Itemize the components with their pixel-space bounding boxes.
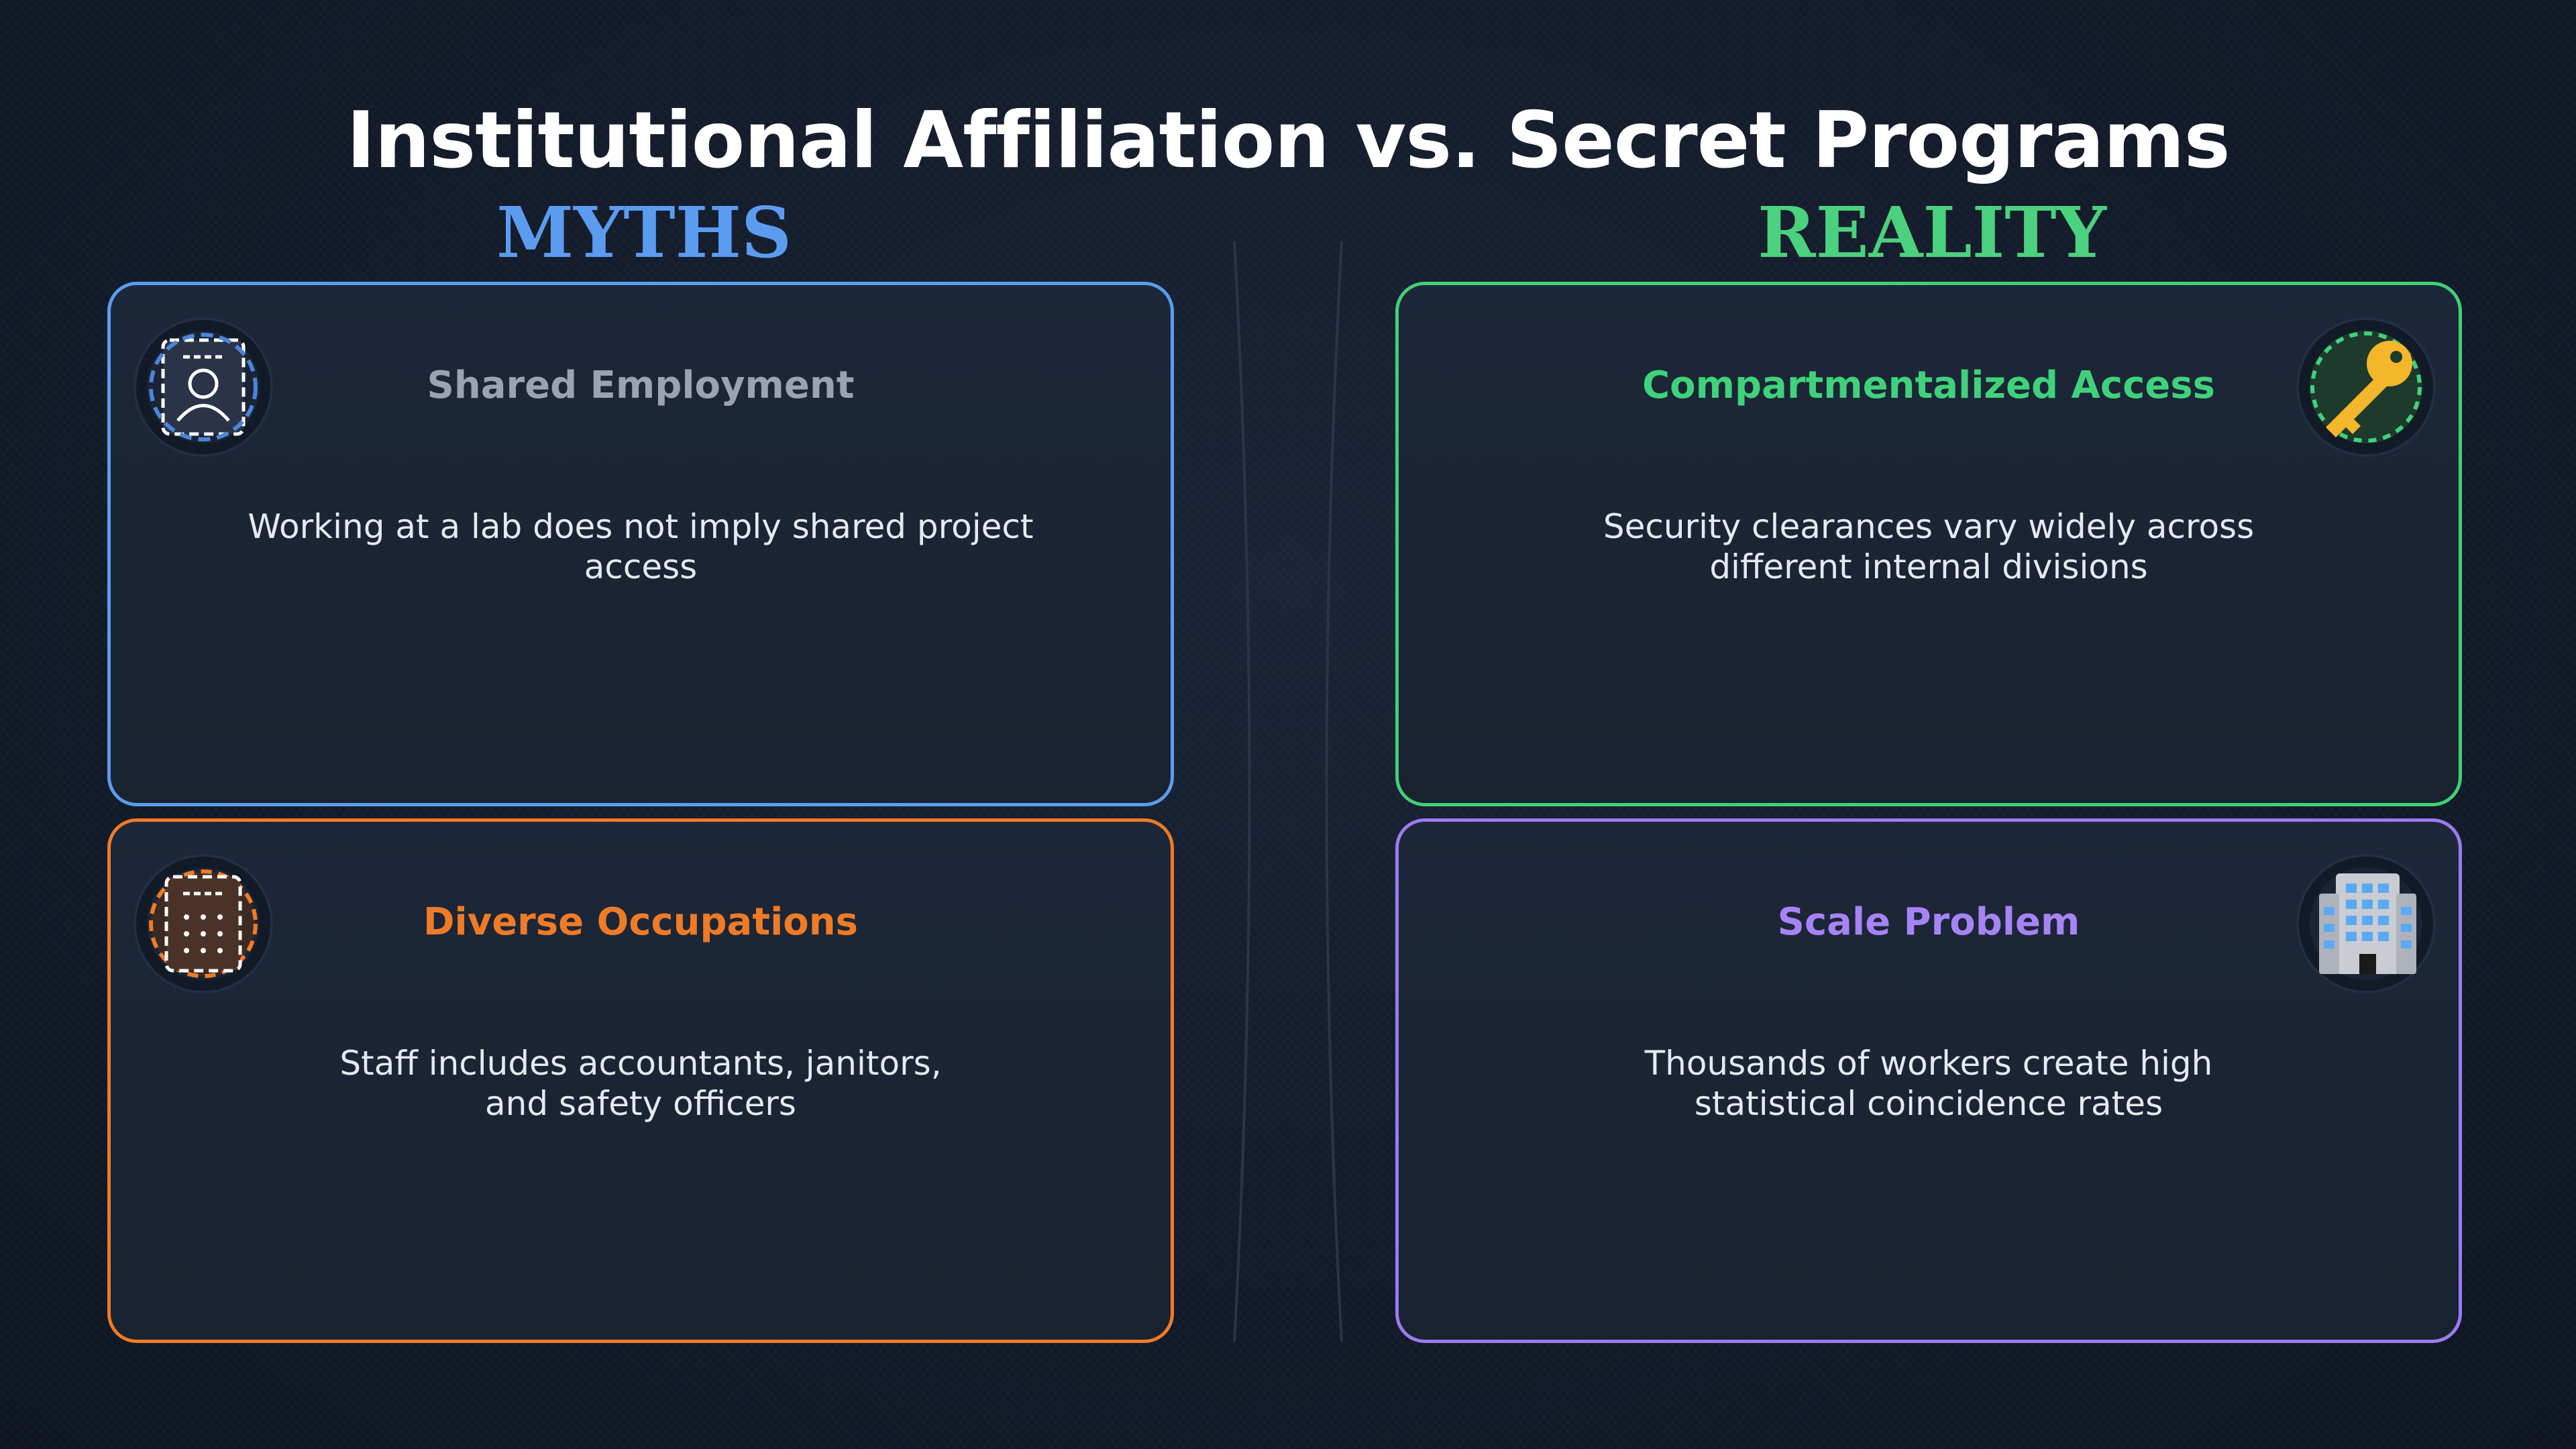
page-title: Institutional Affiliation vs. Secret Pro… — [346, 95, 2230, 186]
card-title: Compartmentalized Access — [1642, 364, 2215, 407]
card-compartmentalized-access: Compartmentalized Access Security cleara… — [1395, 282, 2462, 806]
id-badge-icon — [136, 320, 270, 454]
card-diverse-occupations: Diverse Occupations Staff includes accou… — [107, 818, 1174, 1343]
reality-heading: REALITY — [1758, 191, 2106, 274]
card-scale-problem: Scale Problem Thousands of workers creat… — [1395, 818, 2462, 1343]
card-title: Diverse Occupations — [423, 900, 858, 944]
card-shared-employment: Shared Employment Working at a lab does … — [107, 282, 1174, 806]
card-description: Thousands of workers create high statist… — [1644, 1044, 2213, 1123]
card-description: Working at a lab does not imply shared p… — [248, 507, 1034, 586]
key-icon — [2299, 320, 2433, 454]
card-title: Shared Employment — [427, 364, 855, 407]
office-building-icon — [2299, 857, 2433, 991]
card-title: Scale Problem — [1777, 900, 2080, 944]
card-description: Security clearances vary widely across d… — [1603, 507, 2255, 586]
card-description: Staff includes accountants, janitors, an… — [339, 1044, 942, 1123]
calculator-icon — [136, 857, 270, 991]
myths-heading: MYTHS — [496, 191, 792, 274]
center-divider — [1233, 241, 1343, 1342]
